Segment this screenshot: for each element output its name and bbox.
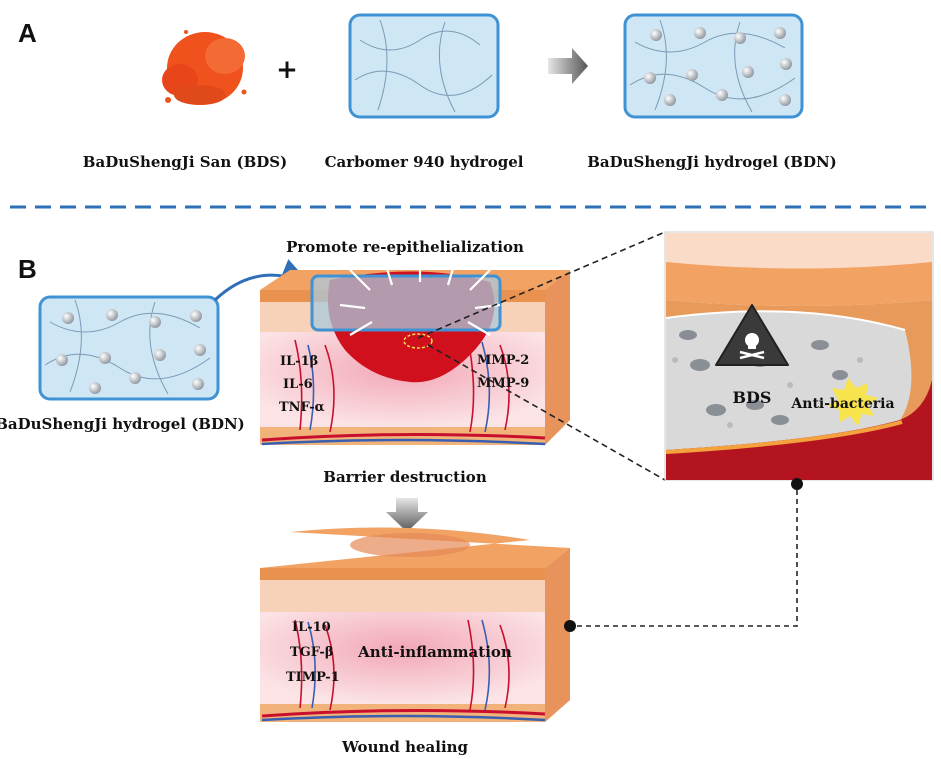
zoom-inset [664,231,934,481]
label-bdn-a: BaDuShengJi hydrogel (BDN) [587,153,837,171]
anti-bacteria-burst-icon [828,378,878,426]
toxic-warning-icon [715,304,789,366]
label-bdn-b: BaDuShengJi hydrogel (BDN) [0,415,245,433]
progress-arrow-down-icon [386,498,428,532]
panel-b-label: B [18,254,37,284]
cytokine-il1b: IL-1β [280,354,318,369]
connector-dot-bottom [564,620,576,632]
barrier-destruction-label: Barrier destruction [323,468,487,486]
cytokine-il6: IL-6 [283,377,313,392]
label-carbomer: Carbomer 940 hydrogel [325,153,524,171]
bdn-hydrogel-large-icon [38,295,220,401]
panel-a-label: A [18,18,37,48]
marker-tgfb: TGF-β [290,645,333,660]
connector-dot-top [791,478,803,490]
connector-line [570,490,798,627]
cytokine-tnfa: TNF-α [279,400,325,415]
plus-sign: + [276,55,298,85]
wound-healing-label: Wound healing [341,738,469,756]
anti-inflammation-label: Anti-inflammation [357,643,512,661]
applied-hydrogel [310,274,502,332]
marker-il10: IL-10 [292,620,331,635]
anti-bacteria-label: Anti-bacteria [790,396,894,412]
promote-label: Promote re-epithelialization [286,238,524,256]
zoom-line-bottom [427,344,666,481]
carbomer-hydrogel-icon [348,13,500,119]
marker-timp1: TIMP-1 [286,670,340,685]
healed-skin-illustration [260,527,570,722]
process-arrow-icon [548,48,588,84]
wounded-skin-illustration [260,258,570,446]
cytokine-mmp2: MMP-2 [477,353,529,368]
re-epithelialization-arrows-icon [339,258,501,336]
bacteria-icon [679,330,848,425]
bds-label: BDS [733,388,772,407]
bdn-hydrogel-icon [623,13,804,119]
label-bds: BaDuShengJi San (BDS) [83,153,287,171]
zoom-line-top [417,231,666,339]
bds-powder-icon [162,30,247,105]
